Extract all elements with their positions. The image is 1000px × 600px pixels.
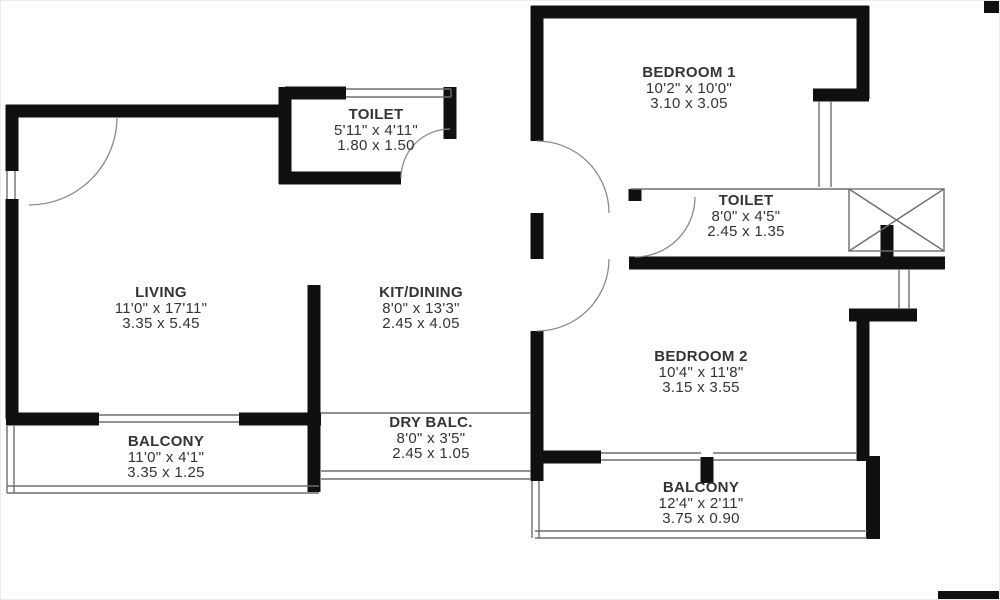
room-name: BEDROOM 1 — [642, 64, 736, 81]
room-label-balcony-2: BALCONY 12'4" x 2'11" 3.75 x 0.90 — [591, 480, 811, 527]
corner-mark-bottom-right — [938, 591, 999, 599]
duct-shaft — [848, 188, 945, 252]
room-name: LIVING — [135, 284, 187, 301]
room-name: BEDROOM 2 — [654, 348, 748, 365]
room-name: BALCONY — [662, 479, 740, 496]
door-arc-entrance — [28, 116, 118, 206]
room-dimensions-metric: 3.10 x 3.05 — [650, 95, 728, 112]
window-living-left — [6, 171, 16, 199]
door-arc-toilet1 — [400, 128, 451, 179]
door-arc-bedroom1 — [536, 140, 610, 214]
room-name: DRY BALC. — [389, 414, 473, 431]
railing-dry-balc-bottom — [321, 470, 531, 480]
railing-balcony2 — [531, 481, 867, 539]
room-dimensions-imperial: 5'11" x 4'11" — [334, 121, 418, 139]
room-dimensions-metric: 3.75 x 0.90 — [662, 510, 740, 527]
window-bedroom2-right — [898, 269, 910, 309]
corner-mark-top-right — [984, 1, 999, 13]
room-name: BALCONY — [127, 433, 205, 450]
window-living-balcony-opening — [99, 414, 239, 423]
room-dimensions-imperial: 10'2" x 10'0" — [645, 79, 733, 97]
window-bedroom2-bottom — [601, 452, 857, 461]
room-label-bedroom-1: BEDROOM 1 10'2" x 10'0" 3.10 x 3.05 — [579, 65, 799, 112]
room-dimensions-metric: 3.15 x 3.55 — [662, 379, 740, 396]
room-dimensions-imperial: 10'4" x 11'8" — [658, 363, 744, 381]
room-label-living: LIVING 11'0" x 17'11" 3.35 x 5.45 — [51, 285, 271, 332]
door-arc-toilet2 — [634, 196, 696, 258]
room-dimensions-metric: 3.35 x 5.45 — [122, 315, 200, 332]
room-dimensions-imperial: 8'0" x 13'3" — [382, 299, 460, 317]
door-arc-bedroom2 — [536, 258, 610, 332]
room-dimensions-metric: 2.45 x 4.05 — [382, 315, 460, 332]
duct-cross — [848, 188, 945, 252]
room-dimensions-imperial: 12'4" x 2'11" — [658, 494, 744, 512]
room-label-bedroom-2: BEDROOM 2 10'4" x 11'8" 3.15 x 3.55 — [591, 349, 811, 396]
room-dimensions-imperial: 8'0" x 4'5" — [711, 207, 781, 225]
railing-balcony1 — [6, 426, 319, 494]
room-dimensions-imperial: 8'0" x 3'5" — [396, 429, 466, 447]
room-dimensions-metric: 3.35 x 1.25 — [127, 464, 205, 481]
window-toilet1-top — [346, 88, 452, 98]
room-dimensions-metric: 2.45 x 1.05 — [392, 445, 470, 462]
room-dimensions-metric: 2.45 x 1.35 — [707, 223, 785, 240]
room-dimensions-metric: 1.80 x 1.50 — [337, 137, 415, 154]
room-label-toilet-1: TOILET 5'11" x 4'11" 1.80 x 1.50 — [266, 107, 486, 154]
room-name: KIT/DINING — [379, 284, 463, 301]
room-dimensions-imperial: 11'0" x 4'1" — [127, 448, 205, 466]
room-label-balcony-1: BALCONY 11'0" x 4'1" 3.35 x 1.25 — [56, 434, 276, 481]
room-dimensions-imperial: 11'0" x 17'11" — [114, 299, 208, 317]
room-name: TOILET — [348, 106, 404, 123]
window-bedroom1-right — [818, 101, 832, 187]
room-label-toilet-2: TOILET 8'0" x 4'5" 2.45 x 1.35 — [636, 193, 856, 240]
room-name: TOILET — [718, 192, 774, 209]
room-label-dry-balc: DRY BALC. 8'0" x 3'5" 2.45 x 1.05 — [321, 415, 541, 462]
room-label-kit-dining: KIT/DINING 8'0" x 13'3" 2.45 x 4.05 — [311, 285, 531, 332]
